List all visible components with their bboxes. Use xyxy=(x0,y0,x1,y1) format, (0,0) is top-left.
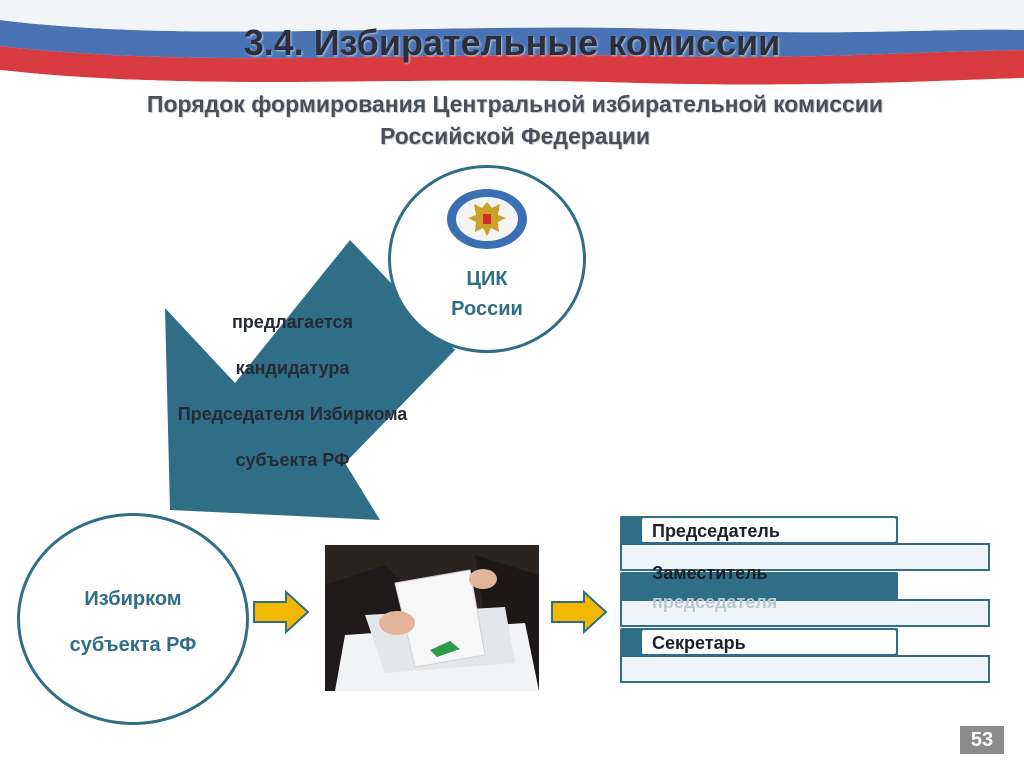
izbirkom-label-line-1: Избирком xyxy=(84,588,182,610)
ballot-box-photo xyxy=(325,545,539,691)
position-band-top xyxy=(620,572,898,600)
position-band-bottom xyxy=(620,655,990,683)
yellow-arrow-right-icon xyxy=(551,590,608,634)
arrow-text-line-2: кандидатура xyxy=(235,358,350,378)
curved-arrow-shape xyxy=(165,240,455,520)
position-item-secretary: Секретарь xyxy=(640,628,898,656)
arrow-text-line-4: субъекта РФ xyxy=(235,450,350,470)
arrow-text-line-1: предлагается xyxy=(231,312,354,332)
position-item-deputy: Заместитель xyxy=(652,563,768,583)
position-band-bottom xyxy=(620,543,990,571)
position-band-bottom xyxy=(620,599,990,627)
cik-emblem-icon xyxy=(447,189,527,249)
izbirkom-circle xyxy=(17,513,249,725)
slide-subtitle: Порядок формирования Центральной избират… xyxy=(100,88,930,152)
position-item-chairman: Председатель xyxy=(640,516,898,544)
ghost-text: председателя xyxy=(652,592,778,612)
slide-title: 3.4. Избирательные комиссии xyxy=(243,22,781,63)
cik-label-line-2: России xyxy=(451,298,523,320)
subtitle-line-1: Порядок формирования Центральной избират… xyxy=(146,91,884,117)
flag-banner xyxy=(0,0,1024,100)
izbirkom-label-line-2: субъекта РФ xyxy=(69,634,197,656)
subtitle-line-2: Российской Федерации xyxy=(379,123,651,149)
arrow-text-line-3: Председателя Избиркома xyxy=(177,404,408,424)
yellow-arrow-right-icon xyxy=(253,590,310,634)
page-number: 53 xyxy=(960,726,1004,754)
cik-label-line-1: ЦИК xyxy=(466,268,508,290)
